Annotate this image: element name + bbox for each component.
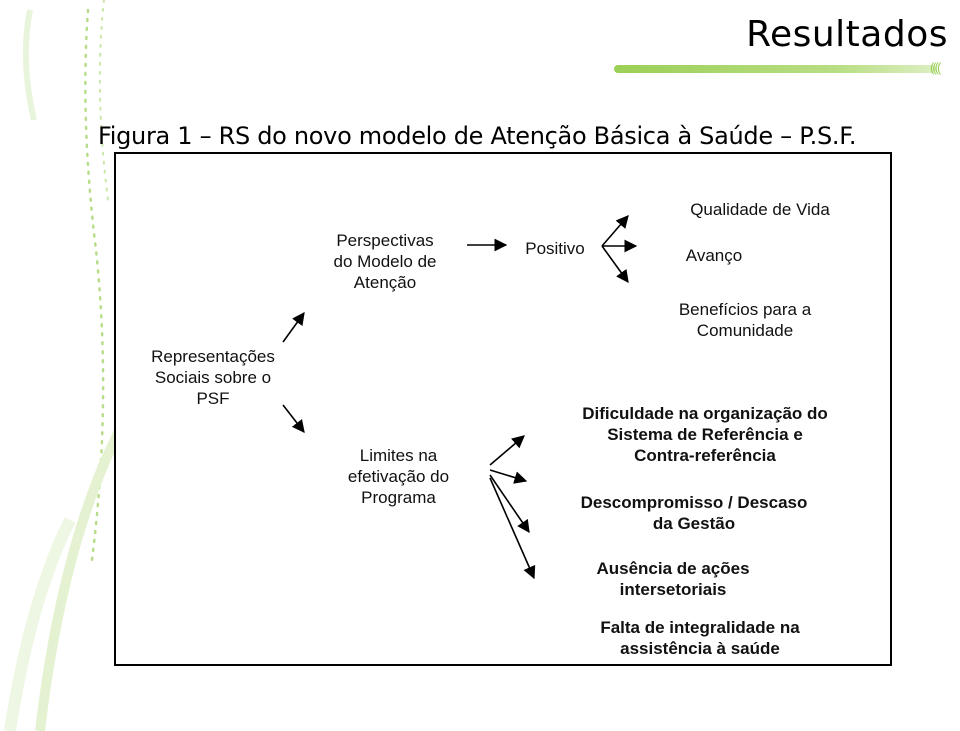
node-limites-line-3: Programa: [361, 488, 436, 507]
arrow-limites-to-dificuldade: [489, 435, 525, 466]
node-perspectivas-line-3: Atenção: [353, 273, 417, 292]
node-falta-line-2: assistência à saúde: [620, 639, 780, 658]
figure-caption: Figura 1 – RS do novo modelo de Atenção …: [98, 122, 857, 150]
node-descompromisso-line-1: Descompromisso / Descaso: [580, 493, 808, 512]
node-ausencia-line-2: intersetoriais: [619, 580, 727, 599]
node-ausencia: Ausência de ações intersetoriais: [580, 558, 766, 600]
arrow-positivo-to-beneficios: [601, 245, 629, 284]
title-ornament: ((((: [930, 60, 941, 75]
node-representacoes-sociais: Representações Sociais sobre o PSF: [134, 346, 292, 409]
node-representacoes-sociais-line-2: Sociais sobre o: [154, 368, 272, 387]
node-perspectivas-line-1: Perspectivas: [336, 231, 434, 250]
node-dificuldade: Dificuldade na organização do Sistema de…: [560, 403, 850, 466]
arrow-positivo-to-qualidade: [601, 215, 629, 247]
arrow-limites-to-falta: [489, 477, 536, 580]
node-avanco-label: Avanço: [685, 246, 743, 265]
node-perspectivas: Perspectivas do Modelo de Atenção: [315, 230, 455, 293]
node-beneficios-line-2: Comunidade: [696, 321, 794, 340]
node-qualidade-de-vida-label: Qualidade de Vida: [690, 200, 830, 219]
node-falta-line-1: Falta de integralidade na: [600, 618, 800, 637]
arrow-root-to-perspectivas: [282, 311, 305, 343]
node-perspectivas-line-2: do Modelo de: [333, 252, 437, 271]
node-ausencia-line-1: Ausência de ações: [596, 559, 750, 578]
node-avanco: Avanço: [672, 245, 756, 266]
arrow-root-to-limites: [282, 404, 305, 434]
node-representacoes-sociais-line-1: Representações: [151, 347, 275, 366]
node-qualidade-de-vida: Qualidade de Vida: [660, 199, 860, 220]
node-descompromisso-line-2: da Gestão: [652, 514, 736, 533]
node-limites-line-2: efetivação do: [347, 467, 450, 486]
arrow-limites-to-ausencia: [489, 474, 530, 534]
node-positivo: Positivo: [510, 238, 600, 259]
node-dificuldade-line-3: Contra-referência: [634, 446, 776, 465]
node-beneficios: Benefícios para a Comunidade: [650, 299, 840, 341]
node-descompromisso: Descompromisso / Descaso da Gestão: [560, 492, 828, 534]
node-limites: Limites na efetivação do Programa: [326, 445, 471, 508]
node-positivo-label: Positivo: [525, 239, 585, 258]
node-dificuldade-line-1: Dificuldade na organização do: [582, 404, 828, 423]
node-limites-line-1: Limites na: [359, 446, 438, 465]
slide-title: Resultados: [746, 14, 948, 55]
title-underline-bar: [614, 65, 936, 73]
arrow-limites-to-descompromisso: [489, 469, 528, 484]
node-falta: Falta de integralidade na assistência à …: [580, 617, 820, 659]
diagram-frame: [114, 152, 892, 666]
node-dificuldade-line-2: Sistema de Referência e: [607, 425, 803, 444]
node-beneficios-line-1: Benefícios para a: [678, 300, 812, 319]
node-representacoes-sociais-line-3: PSF: [196, 389, 230, 408]
